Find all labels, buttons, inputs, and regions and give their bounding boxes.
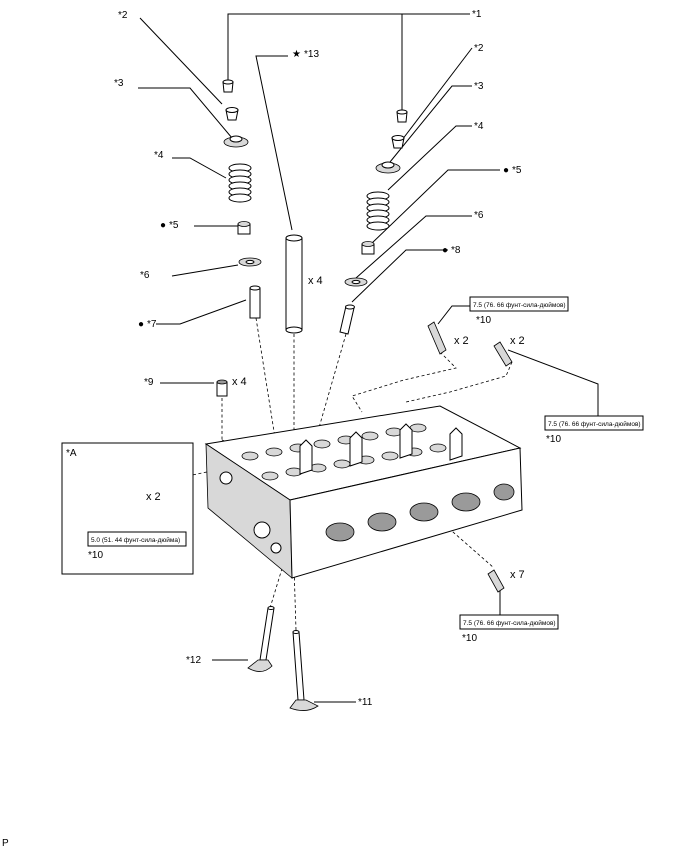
callout-3-left: *3 [114, 78, 124, 89]
torque-spec-inset: 5.0 (51. 44 фунт-сила-дюйма) [91, 536, 180, 544]
valve-spring-right [366, 191, 390, 231]
dot-symbol-7: ● [138, 319, 144, 330]
page-code: P [2, 838, 9, 849]
callout-11: *11 [358, 697, 373, 708]
valve-retainer-cap-left [225, 107, 239, 121]
valve-stem-seal-right [361, 241, 375, 255]
torque-spec-box-b [544, 415, 644, 431]
cylinder-head [204, 405, 523, 579]
callout-8: *8 [451, 245, 461, 256]
callout-5-left: *5 [169, 220, 179, 231]
spring-retainer-left [223, 135, 249, 148]
valve-keeper-left [222, 79, 234, 93]
callout-7: *7 [147, 319, 157, 330]
multiplier-guide-x4: x 4 [308, 275, 323, 287]
dot-symbol-5-left: ● [160, 220, 166, 231]
callout-10-c: *10 [462, 633, 477, 644]
cam-towers [299, 423, 463, 475]
valve-spring-left [228, 163, 252, 203]
spring-seat-right [344, 277, 368, 287]
leader-lines [138, 13, 599, 703]
plug-part-9 [216, 379, 228, 397]
multiplier-stud-x2-inset: x 2 [146, 491, 161, 503]
callout-2-right: *2 [474, 43, 484, 54]
exhaust-valve [289, 630, 319, 711]
callout-9: *9 [144, 377, 154, 388]
multiplier-stud-x2-b: x 2 [510, 335, 525, 347]
callout-6-right: *6 [474, 210, 484, 221]
torque-spec-c: 7.5 (76. 66 фунт-сила-дюймов) [463, 619, 556, 627]
torque-spec-a: 7.5 (76. 66 фунт-сила-дюймов) [473, 301, 566, 309]
front-face-holes [219, 471, 282, 554]
torque-spec-box-inset [87, 531, 187, 547]
spring-seat-left [238, 257, 262, 267]
torque-spec-b: 7.5 (76. 66 фунт-сила-дюймов) [548, 420, 641, 428]
valve-stem-seal-left [237, 221, 251, 235]
callout-3-right: *3 [474, 81, 484, 92]
callout-13: *13 [304, 49, 319, 60]
dot-symbol-8: ● [442, 245, 448, 256]
callout-1: *1 [472, 9, 482, 20]
callout-2-left: *2 [118, 10, 128, 21]
multiplier-stud-x2-a: x 2 [454, 335, 469, 347]
star-symbol-13: ★ [292, 49, 301, 60]
dot-symbol-5-right: ● [503, 165, 509, 176]
callout-12: *12 [186, 655, 201, 666]
valve-guide-bush-right [339, 304, 355, 335]
callout-6-left: *6 [140, 270, 150, 281]
callout-4-left: *4 [154, 150, 164, 161]
spring-retainer-right [375, 161, 401, 174]
inset-label-a: *A [66, 448, 77, 459]
multiplier-plug-x4: x 4 [232, 376, 247, 388]
torque-spec-box-a [469, 296, 569, 312]
callout-5-right: *5 [512, 165, 522, 176]
callout-4-right: *4 [474, 121, 484, 132]
torque-spec-box-c [459, 614, 559, 630]
valve-retainer-cap-right [391, 135, 405, 149]
stud-bolt-right [493, 341, 513, 367]
callout-10-b: *10 [546, 434, 561, 445]
exhaust-ports [325, 483, 515, 542]
callout-10-a: *10 [476, 315, 491, 326]
intake-valve [247, 606, 275, 672]
stud-bolt-top [427, 321, 447, 355]
valve-guide-bush-left [249, 285, 261, 319]
multiplier-stud-x7: x 7 [510, 569, 525, 581]
stud-bolt-bottom [487, 569, 505, 593]
callout-10-d: *10 [88, 550, 103, 561]
valve-guide-tool [285, 234, 303, 334]
valve-keeper-right [396, 109, 408, 123]
inset-box-a [61, 442, 194, 575]
